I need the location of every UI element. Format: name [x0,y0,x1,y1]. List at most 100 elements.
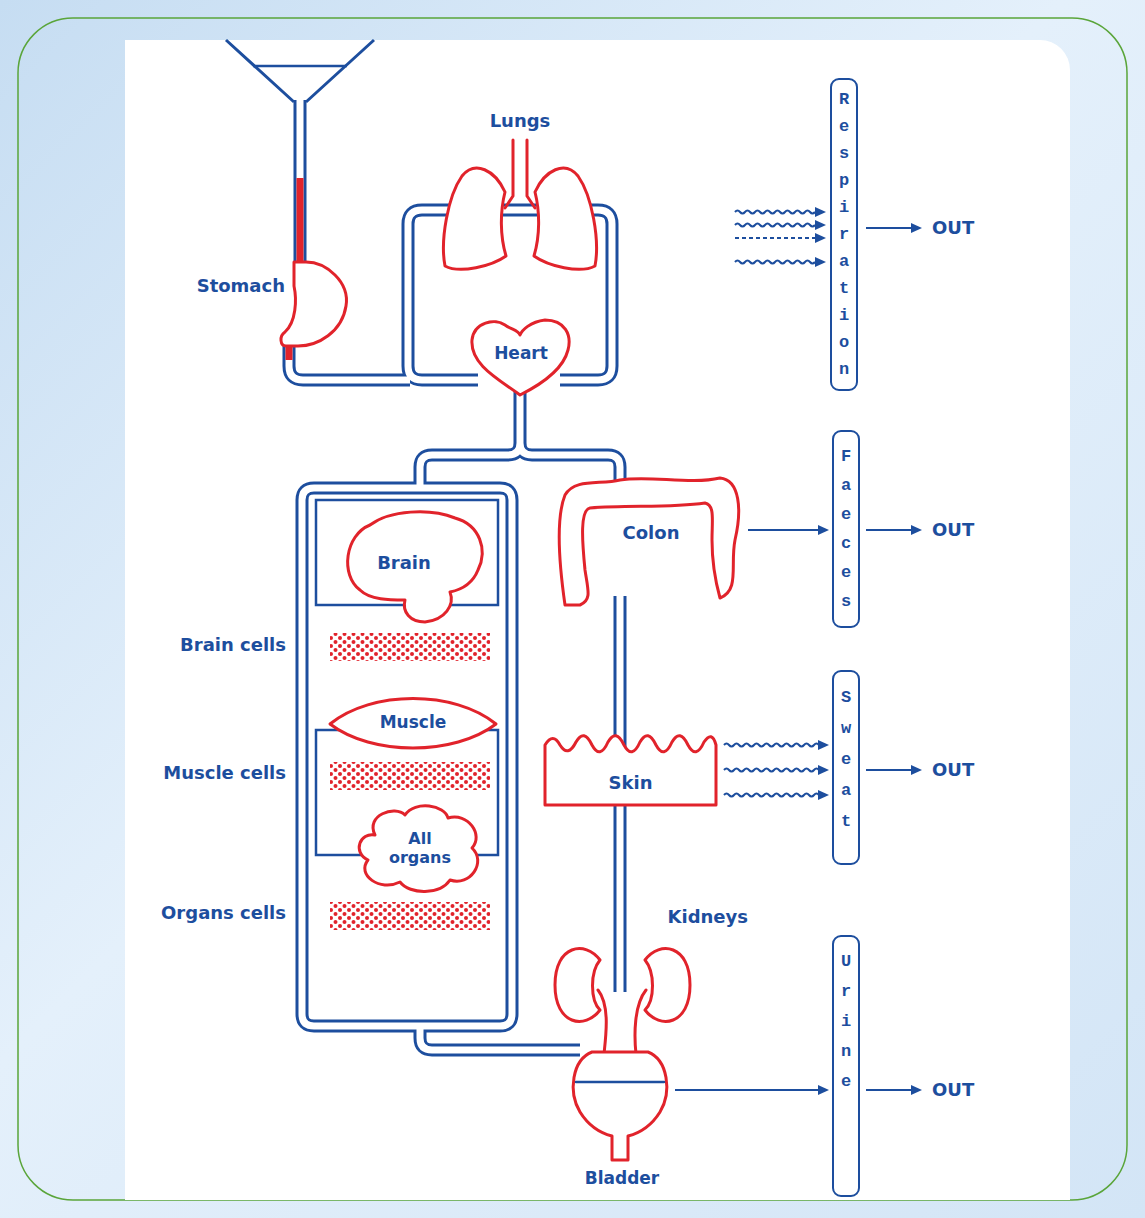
skin-outline [541,726,721,808]
arrow-head [818,790,829,800]
flow-arrow [675,1085,829,1095]
label-anchor: OUT [932,217,974,239]
respiration-box: Respiration [830,78,858,391]
organ-label: All organs [380,829,460,867]
tube [294,100,307,266]
vertical-label: Respiration [836,80,853,383]
skin: Skin [541,726,721,808]
out-arrow [866,529,912,531]
kidneys-line [645,949,690,1022]
organ-label: Muscle [327,712,499,732]
stomach-outline [186,260,350,352]
organ-label: Stomach [186,275,285,297]
arrow-head [818,765,829,775]
kidneys-line [598,990,646,1054]
brain-cells [330,633,490,661]
skin-line [545,736,716,805]
tube-inner [297,100,304,266]
compartments [316,500,498,855]
muscle: Muscle [327,698,499,752]
lungs-outline [435,106,605,276]
bladder: Bladder [572,1048,672,1196]
label-anchor: OUT [932,759,974,781]
organ-label: Lungs [435,110,605,132]
arrow-head [911,1085,922,1095]
vertical-label: Urine [838,937,855,1097]
stomach-line [281,262,346,346]
lungs-line [534,168,596,269]
out-arrow [866,1089,912,1091]
out-label: OUT [932,759,974,781]
vertical-label: Faeces [838,432,855,616]
wavy-arrow [735,261,815,264]
organ-cells [330,902,490,930]
tube [420,1026,580,1050]
flow-arrow [748,525,829,535]
organ-label: Kidneys [650,906,748,928]
label-anchor: OUT [932,1079,974,1101]
all-organs: All organs [352,802,488,898]
cell-label: Muscle cells [163,762,286,784]
label-anchor: OUT [932,519,974,541]
arrow-head [818,1085,829,1095]
organ-label: Brain [358,552,450,574]
label-anchor: Muscle cells [163,762,286,784]
funnel-water [253,65,347,68]
all-organs-line [359,806,478,892]
arrow-head [818,740,829,750]
vertical-label: Sweat [838,672,855,837]
cell-label: Organs cells [161,902,286,924]
arrow-shaft [724,744,819,747]
tube [420,390,620,490]
out-label: OUT [932,519,974,541]
out-arrow [866,227,912,229]
brain-line [348,512,483,622]
vapour-heads [815,207,826,267]
sweat-box: Sweat [832,670,860,865]
arrow-shaft [675,1089,819,1091]
out-heads [911,223,922,1095]
arrow-shaft [724,794,819,797]
bladder-line [573,1052,667,1160]
arrow-head [815,207,826,217]
water [297,178,304,266]
label-anchor: Organs cells [161,902,286,924]
wavy-arrow [735,224,815,227]
colon: Colon [553,470,745,610]
vapour-arrows [735,211,815,264]
arrow-head [911,525,922,535]
label-anchor: Brain cells [180,634,286,656]
dotted-arrow [735,237,815,239]
arrow-head [815,257,826,267]
lungs-line [505,140,535,208]
lungs-line [444,168,506,269]
out-label: OUT [932,1079,974,1101]
organ-label: Heart [468,343,574,363]
brain: Brain [343,508,491,626]
cell-label: Brain cells [180,634,286,656]
out-label: OUT [932,217,974,239]
arrow-head [815,220,826,230]
stomach: Stomach [186,260,350,352]
faeces-box: Faeces [832,430,860,628]
arrow-head [911,765,922,775]
tube-inner [420,1026,580,1050]
kidneys-line [555,949,600,1022]
arrow-shaft [724,769,819,772]
organ-label: Bladder [572,1168,672,1188]
tube-inner [302,488,512,1026]
flow-arrow [724,740,829,800]
funnel [226,40,374,102]
arrow-head [815,233,826,243]
urine-box: Urine [832,935,860,1197]
arrow-shaft [748,529,819,531]
frame-border [18,18,1127,1200]
wavy-arrow [735,211,815,214]
organ-label: Colon [590,522,712,544]
heart: Heart [468,316,574,398]
bladder-line [576,1081,664,1084]
lungs: Lungs [435,106,605,276]
tube-inner [420,390,620,490]
out-arrow [866,769,912,771]
